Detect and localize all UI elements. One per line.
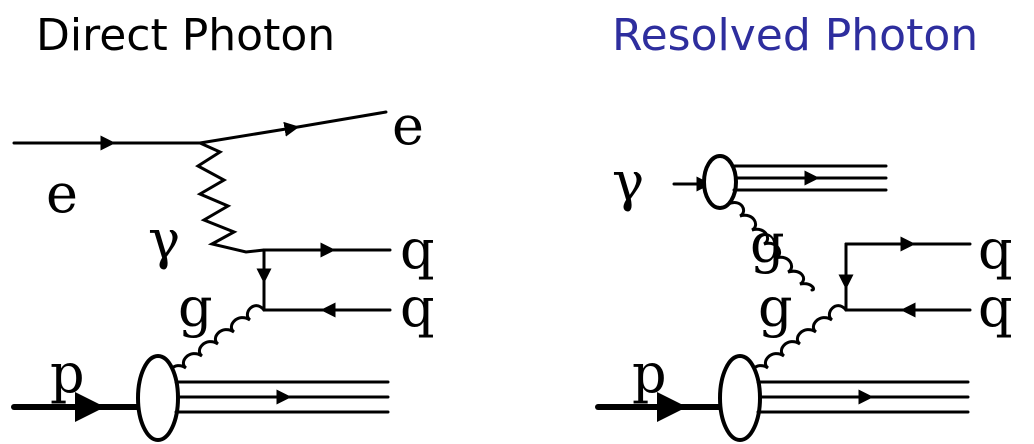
resolved-gluon-top-line — [726, 201, 815, 292]
resolved-photon-title: Resolved Photon — [612, 10, 979, 61]
resolved-label-proton: p — [632, 342, 667, 405]
resolved-proton-blob — [718, 354, 762, 442]
resolved-label-quark-top: q — [978, 218, 1013, 281]
direct-label-photon: γ — [148, 208, 180, 271]
direct-electron-out-line — [198, 110, 388, 145]
direct-label-proton: p — [50, 342, 85, 405]
direct-proton-blob — [136, 354, 180, 442]
direct-photon-diagram: e e γ q q g p — [11, 94, 435, 442]
resolved-label-quark-bottom: q — [978, 276, 1013, 339]
resolved-label-gluon-top: g — [750, 212, 785, 275]
direct-photon-propagator — [195, 141, 266, 254]
resolved-label-photon: γ — [612, 150, 644, 213]
resolved-label-gluon-bottom: g — [758, 276, 793, 339]
direct-photon-title: Direct Photon — [36, 10, 336, 61]
direct-label-quark-top: q — [400, 218, 435, 281]
direct-label-electron-in: e — [46, 162, 78, 225]
direct-label-electron-out: e — [392, 94, 424, 157]
direct-label-gluon: g — [178, 276, 213, 339]
direct-label-quark-bottom: q — [400, 276, 435, 339]
resolved-photon-blob — [702, 154, 738, 210]
resolved-photon-diagram: γ g q q g p — [595, 150, 1013, 442]
